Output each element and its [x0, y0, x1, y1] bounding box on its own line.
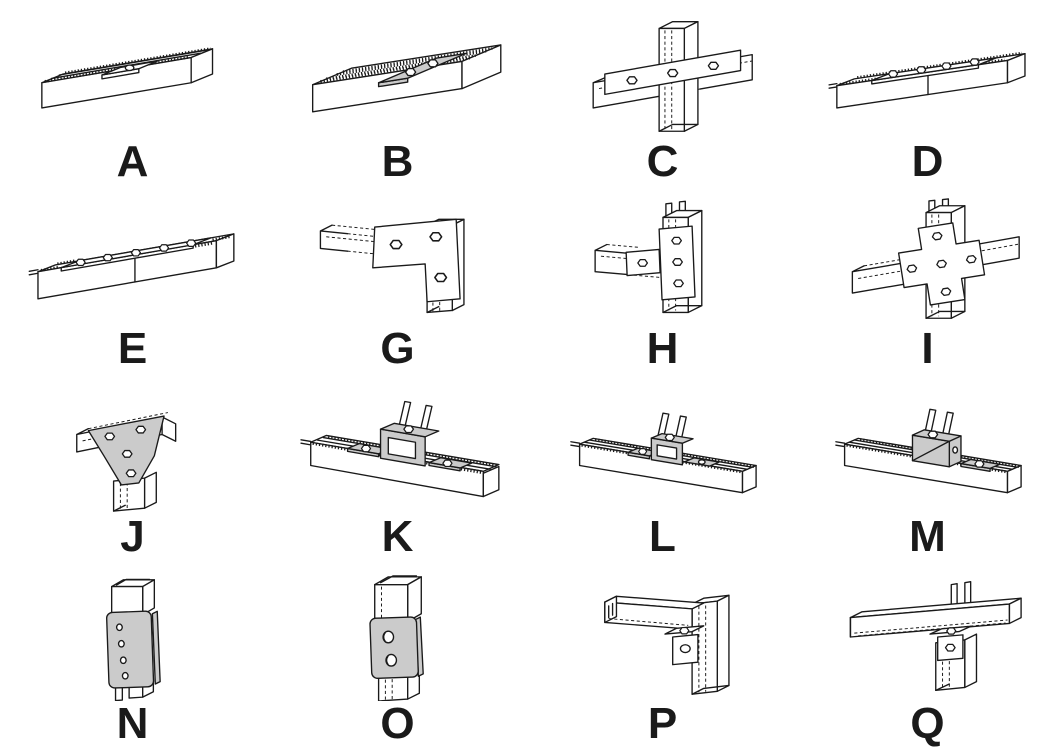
fitting-n: N [0, 563, 265, 750]
fitting-j: J [0, 375, 265, 563]
fitting-o: O [265, 563, 530, 750]
fitting-p: P [530, 563, 795, 750]
fitting-g: G [265, 188, 530, 376]
fitting-h: H [530, 188, 795, 376]
fitting-i: I [795, 188, 1060, 376]
fitting-p-label: P [647, 699, 678, 748]
fitting-m: M [795, 375, 1060, 563]
fitting-e: E [0, 188, 265, 376]
fitting-e-label: E [117, 324, 148, 373]
fitting-m-drawing [812, 386, 1044, 514]
fitting-n-label: N [116, 699, 149, 748]
fitting-n-drawing [17, 573, 249, 701]
fitting-g-drawing [282, 198, 514, 326]
fitting-a-label: A [116, 136, 149, 186]
fitting-i-label: I [921, 324, 934, 373]
fitting-a-drawing [17, 11, 249, 139]
fitting-i-drawing [812, 198, 1044, 326]
fitting-m-label: M [909, 511, 946, 561]
fitting-a: A [0, 0, 265, 188]
fitting-h-drawing [547, 198, 779, 326]
fitting-o-drawing [282, 573, 514, 701]
fitting-k: K [265, 375, 530, 563]
fitting-b-label: B [381, 136, 414, 186]
fitting-c-label: C [646, 136, 679, 186]
fitting-g-label: G [380, 324, 415, 373]
fitting-h-label: H [646, 324, 679, 373]
fitting-b-drawing [282, 11, 514, 139]
fitting-j-drawing [17, 386, 249, 514]
fitting-d-label: D [911, 136, 944, 186]
fitting-q: Q [795, 563, 1060, 750]
fitting-o-label: O [380, 699, 415, 748]
fitting-e-drawing [17, 198, 249, 326]
fitting-c: C [530, 0, 795, 188]
fitting-p-drawing [547, 573, 779, 701]
fitting-d-drawing [812, 11, 1044, 139]
fitting-c-drawing [547, 11, 779, 139]
fitting-q-label: Q [910, 699, 945, 748]
fitting-d: D [795, 0, 1060, 188]
fitting-k-label: K [381, 511, 414, 561]
fitting-k-drawing [282, 386, 514, 514]
fitting-l: L [530, 375, 795, 563]
fitting-l-drawing [547, 386, 779, 514]
fitting-j-label: J [120, 511, 145, 561]
fitting-q-drawing [812, 573, 1044, 701]
fitting-b: B [265, 0, 530, 188]
fitting-l-label: L [649, 511, 676, 561]
